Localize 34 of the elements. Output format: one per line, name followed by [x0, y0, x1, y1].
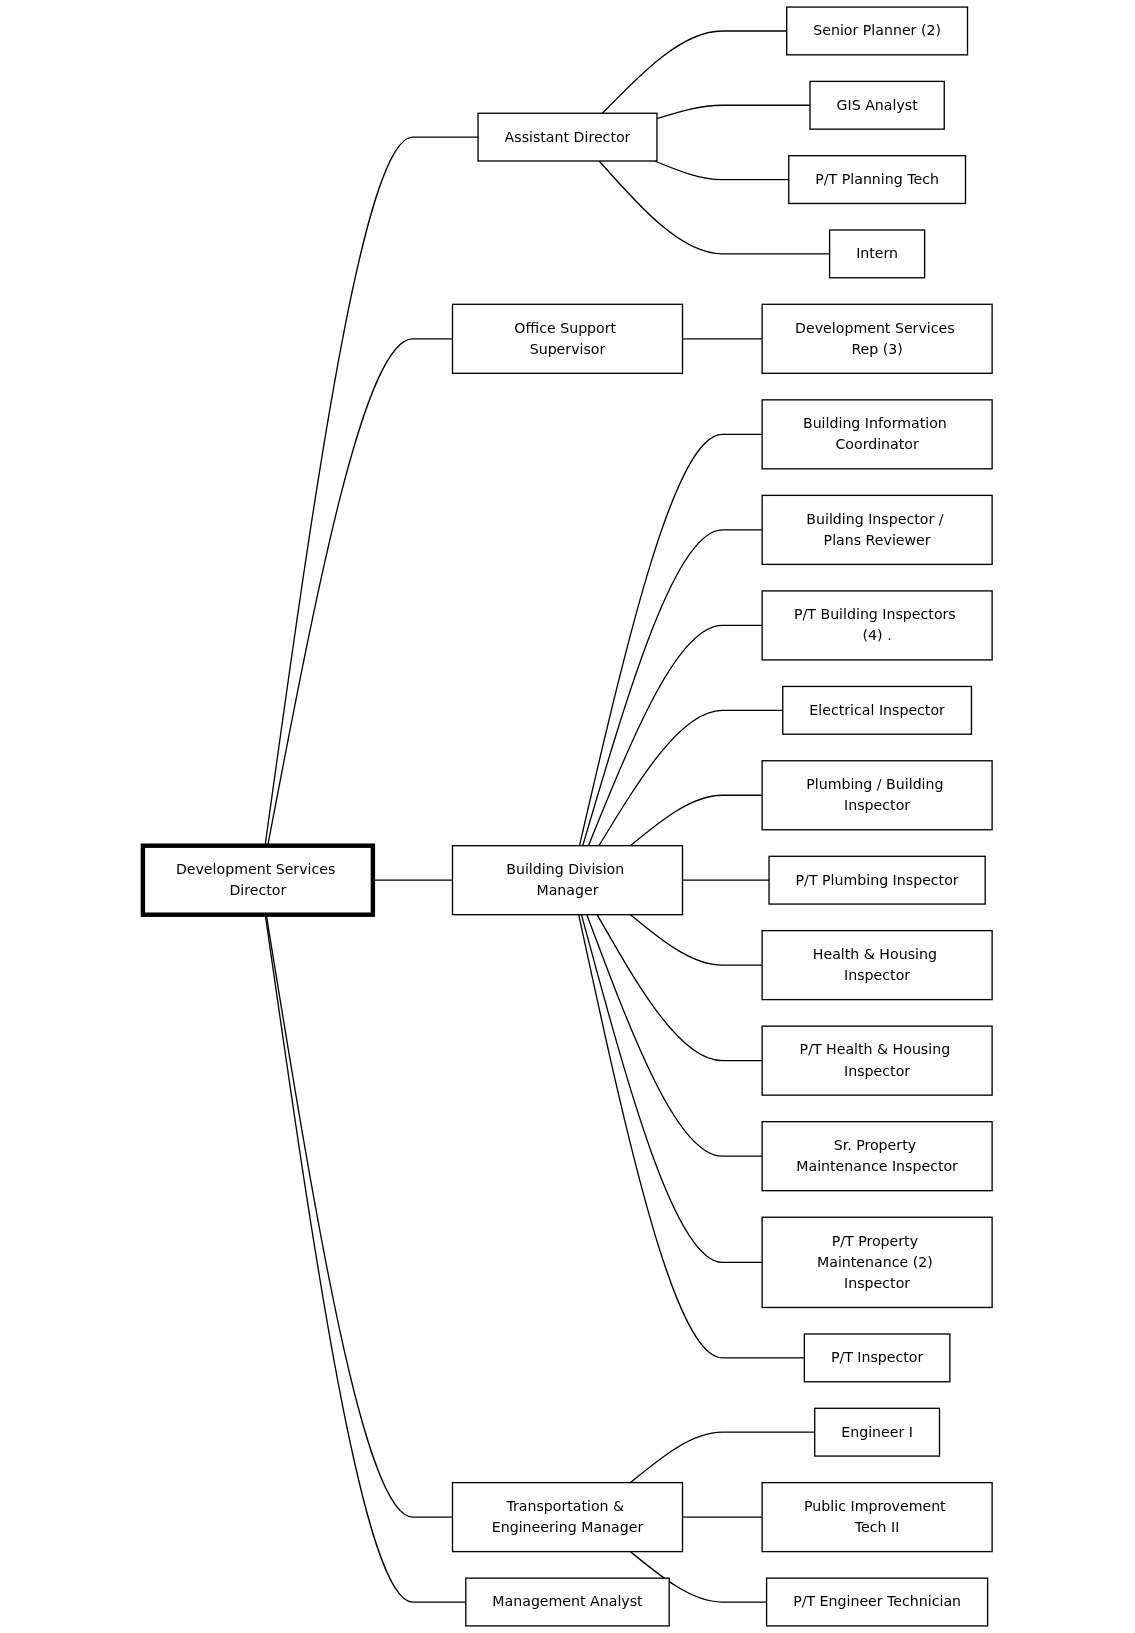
node-box: Building Division Manager — [451, 845, 684, 916]
node-box: P/T Inspector — [803, 1333, 951, 1383]
node-box: P/T Plumbing Inspector — [768, 855, 986, 905]
node-box: P/T Engineer Technician — [765, 1577, 989, 1627]
connector — [629, 914, 763, 966]
connector — [578, 914, 805, 1359]
node-box: Public Improvement Tech II — [761, 1481, 993, 1553]
connector — [582, 529, 763, 847]
connector — [586, 914, 763, 1157]
node-box: Electrical Inspector — [782, 685, 973, 735]
node-box: Sr. Property Maintenance Inspector — [761, 1121, 993, 1192]
node-box: Plumbing / Building Inspector — [761, 760, 993, 831]
node-box: Building Information Coordinator — [761, 399, 993, 470]
connector — [629, 794, 763, 847]
node-box: GIS Analyst — [809, 80, 945, 130]
node-box: Development Services Rep (3) — [761, 303, 993, 374]
node-box: Transportation & Engineering Manager — [451, 1481, 684, 1553]
connector — [578, 433, 763, 847]
node-box: Building Inspector / Plans Reviewer — [761, 494, 993, 566]
node-box: Engineer I — [814, 1407, 941, 1457]
node-box: P/T Health & Housing Inspector — [761, 1025, 993, 1096]
connector — [587, 624, 763, 847]
connector — [580, 914, 763, 1263]
node-box: Intern — [828, 229, 926, 279]
node-box: Development Services Director — [140, 843, 376, 917]
node-box: Office Support Supervisor — [451, 303, 684, 374]
node-box: Health & Housing Inspector — [761, 929, 993, 1001]
node-box: Management Analyst — [465, 1577, 670, 1627]
node-box: P/T Building Inspectors (4) . — [761, 590, 993, 661]
node-box: Assistant Director — [477, 112, 658, 162]
node-box: Senior Planner (2) — [786, 6, 969, 56]
node-box: P/T Property Maintenance (2) Inspector — [761, 1216, 993, 1309]
connector — [596, 914, 763, 1062]
node-box: P/T Planning Tech — [788, 155, 967, 205]
